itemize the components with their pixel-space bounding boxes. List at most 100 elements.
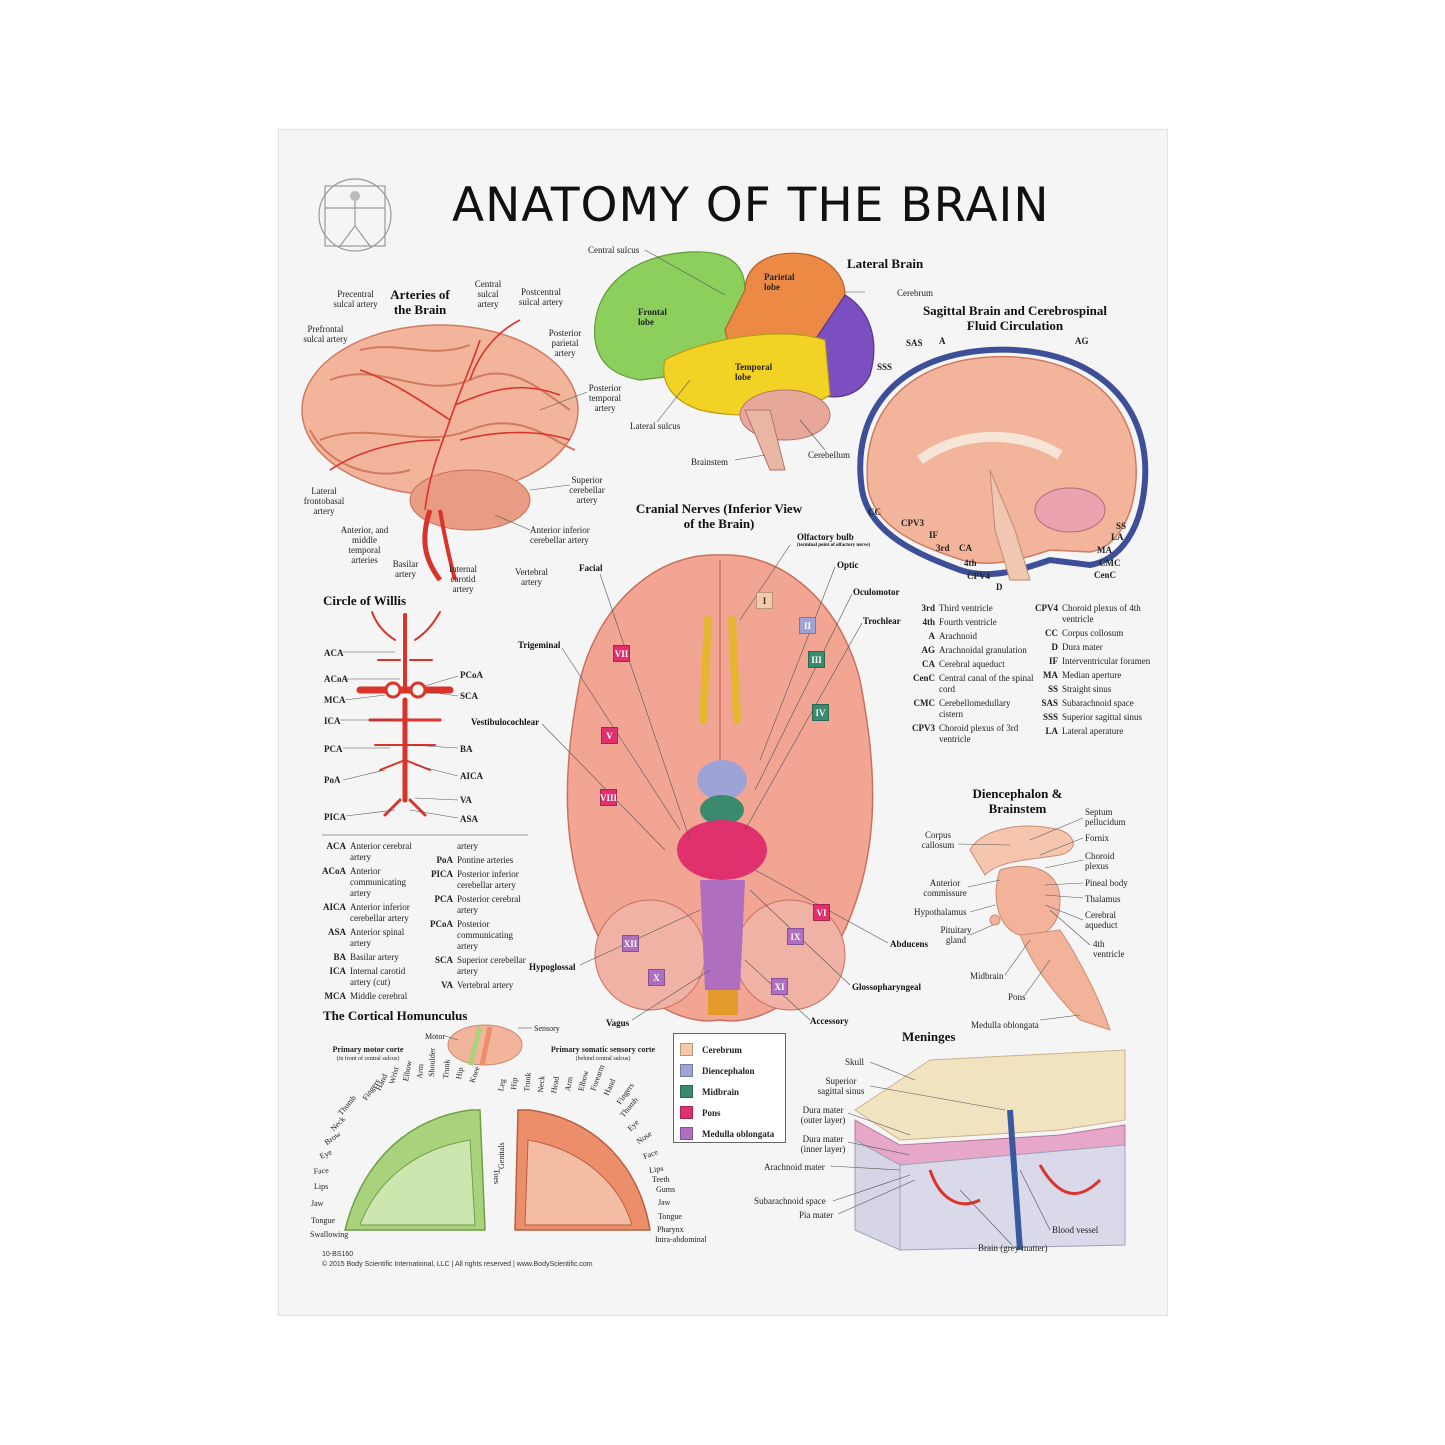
cn-glossopharyngeal: Glossopharyngeal xyxy=(852,982,922,992)
glossary-key: BA xyxy=(333,952,346,962)
glossary-value: Interventricular foramen xyxy=(1062,656,1151,666)
motor-cortex-illustration xyxy=(344,1109,486,1231)
dien-hypothalamus: Hypothalamus xyxy=(914,907,967,917)
glossary-value: Cerebral aqueduct xyxy=(939,659,1005,669)
circle-of-willis-illustration xyxy=(356,611,454,817)
heading-lateral: Lateral Brain xyxy=(847,256,924,271)
glossary-value: artery xyxy=(457,841,478,851)
sag-LA: LA xyxy=(1111,532,1124,542)
glossary-value: Choroid plexus of 4th ventricle xyxy=(1062,603,1141,624)
cn-vagus: Vagus xyxy=(606,1018,630,1028)
cn-olfactory: Olfactory bulb xyxy=(797,532,854,542)
dien-anterior-commissure: Anterior commissure xyxy=(923,878,967,898)
label-posterior-temporal: Posterior temporal artery xyxy=(588,383,622,413)
body-part-label: Teeth xyxy=(652,1175,670,1184)
glossary-row: artery xyxy=(420,841,530,852)
body-part-label: Trunk xyxy=(441,1059,452,1079)
men-subarachnoid: Subarachnoid space xyxy=(754,1196,826,1206)
label-superior-cerebellar: Superior cerebellar artery xyxy=(569,475,605,505)
body-part-label: Shoulder xyxy=(427,1047,438,1077)
glossary-key xyxy=(420,841,457,852)
glossary-value: Arachnoid xyxy=(939,631,977,641)
label-brainstem: Brainstem xyxy=(691,457,728,467)
hom-primary-motor-note: (in front of central sulcus) xyxy=(336,1056,400,1062)
label-central: Central sulcal artery xyxy=(474,279,502,309)
legend-label: Pons xyxy=(702,1107,721,1118)
label-precentral: Precentral sulcal artery xyxy=(333,289,378,309)
willis-PICA: PICA xyxy=(324,812,346,822)
nerve-box-II: II xyxy=(799,617,816,634)
sag-CenC: CenC xyxy=(1094,570,1116,580)
homunculus-brain-icon xyxy=(447,1024,523,1066)
sag-4th: 4th xyxy=(964,558,977,568)
label-parietal: Parietal lobe xyxy=(764,272,795,292)
sensory-cortex-illustration xyxy=(514,1109,651,1231)
body-part-label: Pharynx xyxy=(657,1225,684,1234)
cn-vestibulocochlear: Vestibulocochlear xyxy=(471,717,540,727)
men-skull: Skull xyxy=(845,1057,865,1067)
willis-ICA: ICA xyxy=(324,716,341,726)
body-part-label: Jaw xyxy=(311,1199,324,1208)
sag-SS: SS xyxy=(1116,521,1127,531)
hom-toes: Toes xyxy=(492,1169,501,1184)
glossary-key: 3rd xyxy=(921,603,936,613)
willis-ACA: ACA xyxy=(324,648,344,658)
dien-thalamus: Thalamus xyxy=(1085,894,1121,904)
legend-swatch xyxy=(680,1064,693,1077)
footer-code: 10-BS160 xyxy=(322,1251,354,1258)
glossary-key: ICA xyxy=(329,966,346,976)
heading-arteries: Arteries of the Brain xyxy=(390,287,450,317)
glossary-key: LA xyxy=(1045,726,1058,736)
willis-ASA: ASA xyxy=(460,814,479,824)
label-lateral-sulcus: Lateral sulcus xyxy=(630,421,681,431)
dien-pituitary: Pituitary gland xyxy=(940,925,972,945)
glossary-key: PoA xyxy=(436,855,454,865)
glossary-key: SCA xyxy=(434,955,453,965)
glossary-value: Dura mater xyxy=(1062,642,1103,652)
glossary-key: MA xyxy=(1043,670,1058,680)
meninges-illustration xyxy=(854,1049,1126,1251)
label-central-sulcus: Central sulcus xyxy=(588,245,640,255)
dien-pineal: Pineal body xyxy=(1085,878,1128,888)
glossary-value: Central canal of the spinal cord xyxy=(939,673,1034,694)
men-pia: Pia mater xyxy=(799,1210,834,1220)
glossary-key: ASA xyxy=(327,927,346,937)
label-frontal: Frontal lobe xyxy=(638,307,667,327)
footer-copyright: © 2015 Body Scientific International, LL… xyxy=(322,1261,593,1268)
glossary-key: PICA xyxy=(431,869,453,879)
heading-diencephalon: Diencephalon & Brainstem xyxy=(972,786,1063,816)
label-anterior-inferior-cerebellar: Anterior inferior cerebellar artery xyxy=(530,525,590,545)
label-anterior-middle-temporal: Anterior, and middle temporal arteries xyxy=(340,525,389,565)
glossary-value: Anterior cerebral artery xyxy=(350,841,412,862)
dien-medulla: Medulla oblongata xyxy=(971,1020,1039,1030)
body-part-label: Trunk xyxy=(522,1072,533,1092)
glossary-key: CMC xyxy=(913,698,936,708)
glossary-value: Internal carotid artery (cut) xyxy=(350,966,406,987)
legend-label: Diencephalon xyxy=(702,1065,755,1076)
willis-VA: VA xyxy=(460,795,472,805)
glossary-value: Arachnoidal granulation xyxy=(939,645,1027,655)
glossary-key: ACA xyxy=(326,841,347,851)
label-basilar: Basilar artery xyxy=(392,559,419,579)
heading-meninges: Meninges xyxy=(902,1029,956,1044)
nerve-box-VII: VII xyxy=(613,645,630,662)
glossary-value: Superior sagittal sinus xyxy=(1062,712,1142,722)
nerve-box-VIII: VIII xyxy=(600,789,617,806)
body-part-label: Lips xyxy=(314,1182,329,1191)
glossary-key: PCA xyxy=(434,894,454,904)
sag-CC: CC xyxy=(868,507,881,517)
hom-primary-sensory: Primary somatic sensory corte xyxy=(550,1045,656,1054)
body-part-label: Arm xyxy=(415,1063,426,1079)
willis-PCA: PCA xyxy=(324,744,343,754)
